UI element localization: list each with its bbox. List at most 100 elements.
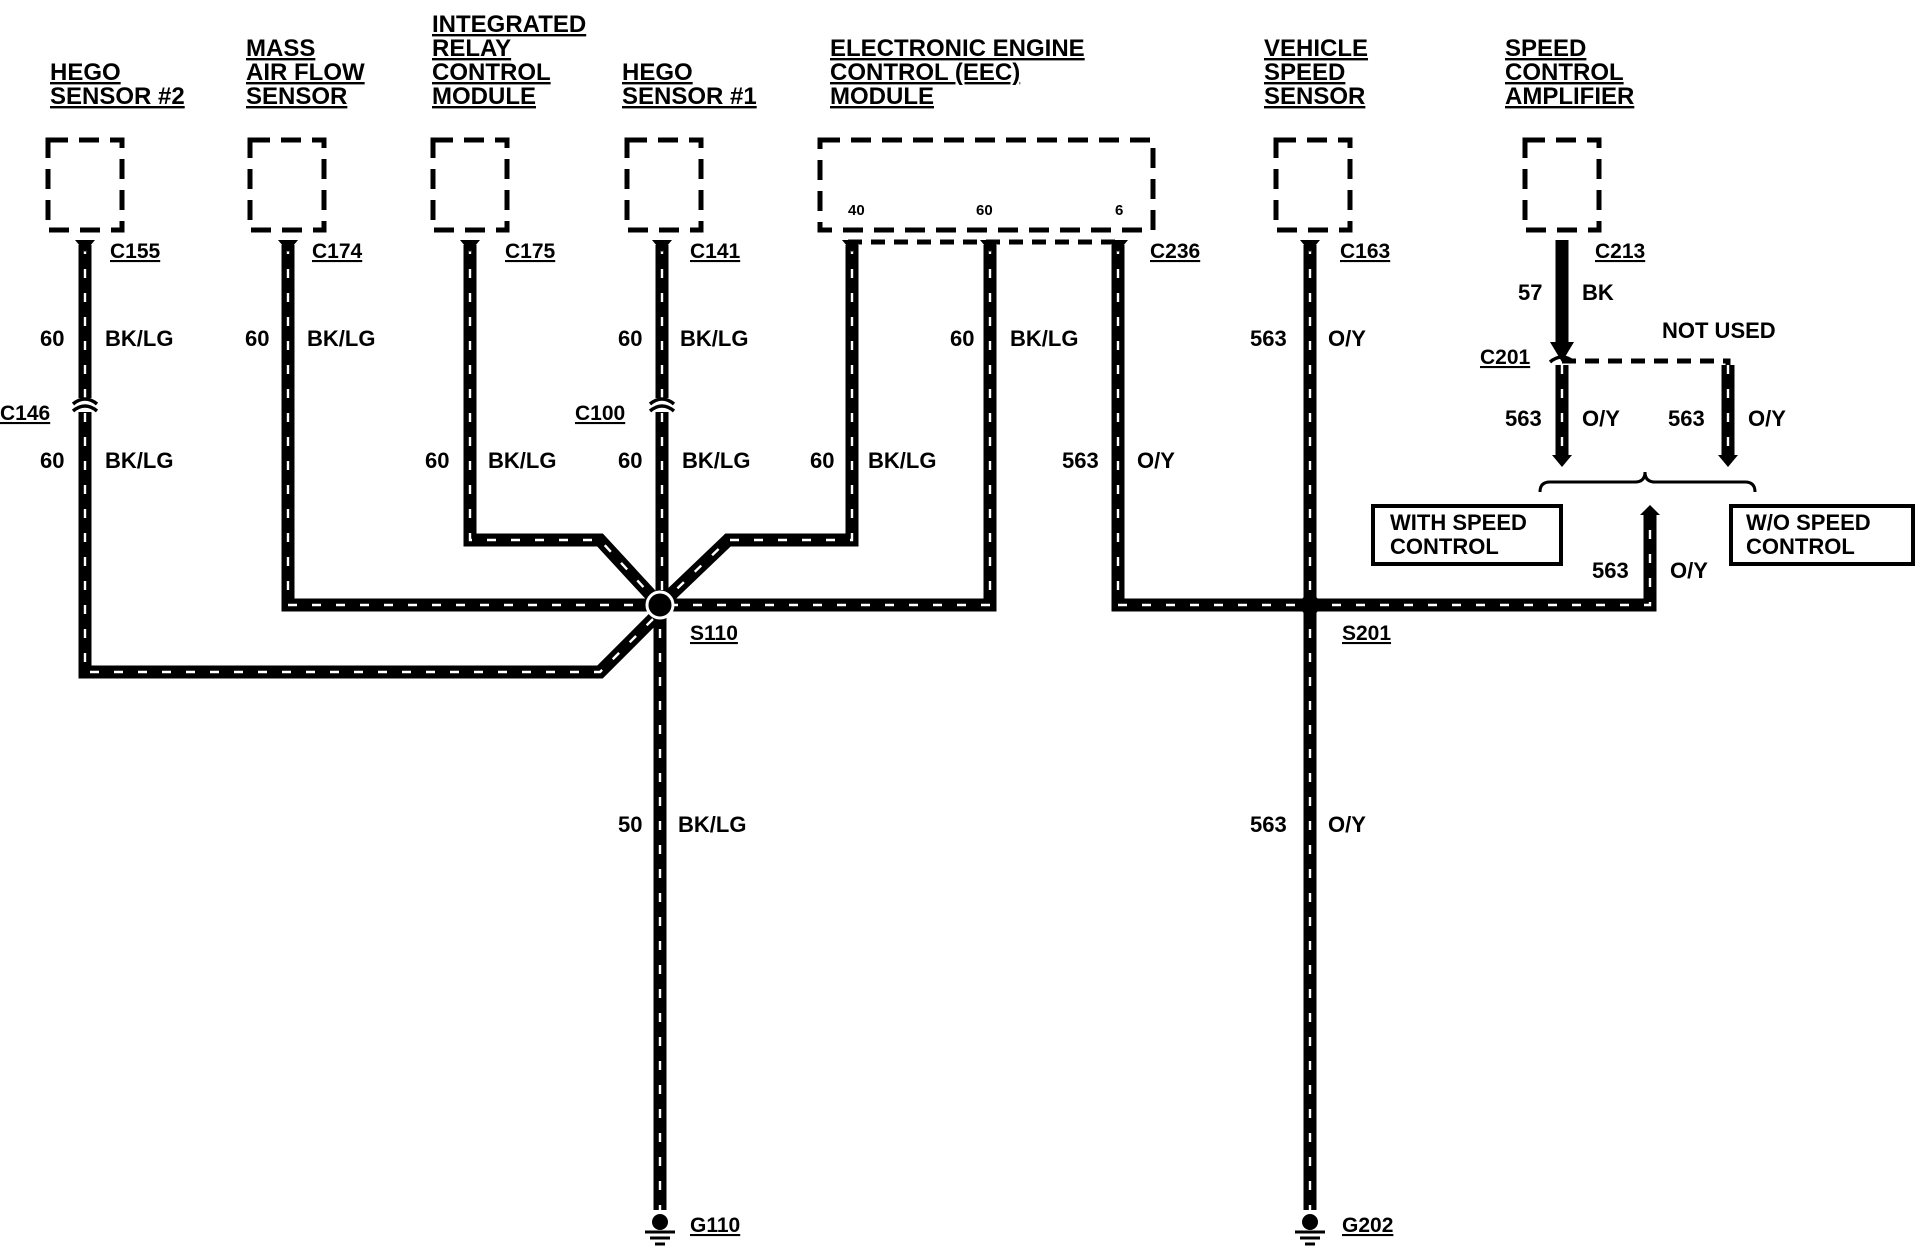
hego-sensor-2-wire — [78, 245, 665, 679]
svg-text:CONTROL: CONTROL — [1505, 59, 1624, 86]
ground-g110-label: G110 — [690, 1214, 740, 1237]
wire-label-vss: 563 O/Y — [1250, 326, 1366, 351]
not-used-note: NOT USED — [1662, 318, 1776, 343]
not-used-dashed-link — [1562, 358, 1731, 372]
svg-text:O/Y: O/Y — [1670, 558, 1708, 583]
svg-text:BK/LG: BK/LG — [682, 448, 750, 473]
wire-label-sca: 57 BK — [1518, 280, 1614, 305]
eec-pin-60: 60 — [976, 202, 993, 219]
wire-label-c201-left: 563 O/Y — [1505, 406, 1620, 431]
eec-pin40-wire — [655, 245, 859, 610]
svg-text:BK: BK — [1582, 280, 1614, 305]
wire-label-speed-branch: 563 O/Y — [1592, 558, 1708, 583]
svg-text:HEGO: HEGO — [50, 59, 121, 86]
eec-pin6-wire — [1111, 245, 1308, 612]
ground-g202-label: G202 — [1342, 1214, 1393, 1237]
svg-text:60: 60 — [950, 326, 974, 351]
wire-label-eec40: 60 BK/LG — [810, 448, 936, 473]
svg-text:SENSOR #1: SENSOR #1 — [622, 83, 757, 110]
hego-sensor-1-box — [624, 137, 704, 233]
maf-wire — [281, 245, 660, 612]
splice-s110-label: S110 — [690, 622, 738, 645]
svg-text:CONTROL: CONTROL — [1390, 534, 1499, 559]
svg-text:RELAY: RELAY — [432, 35, 511, 62]
connector-c236: C236 — [1150, 240, 1200, 263]
svg-text:60: 60 — [40, 326, 64, 351]
svg-text:O/Y: O/Y — [1328, 326, 1366, 351]
svg-text:O/Y: O/Y — [1582, 406, 1620, 431]
c201-inline-connector — [1548, 355, 1576, 364]
eec-pin60-wire — [660, 245, 997, 612]
svg-text:SENSOR: SENSOR — [1264, 83, 1365, 110]
connector-c146: C146 — [0, 402, 50, 425]
c201-arrow — [1550, 342, 1574, 362]
wo-speed-control-box: W/O SPEED CONTROL — [1729, 504, 1915, 566]
wire-label-hego1-lower: 60 BK/LG — [618, 448, 750, 473]
integrated-relay-control-module-box — [430, 137, 510, 233]
wire-label-g202: 563 O/Y — [1250, 812, 1366, 837]
c146-inline-connector — [71, 397, 99, 413]
svg-text:57: 57 — [1518, 280, 1542, 305]
svg-text:BK/LG: BK/LG — [1010, 326, 1078, 351]
wire-label-eec60: 60 BK/LG — [950, 326, 1078, 351]
svg-text:VEHICLE: VEHICLE — [1264, 35, 1368, 62]
svg-text:MODULE: MODULE — [432, 83, 536, 110]
svg-text:MASS: MASS — [246, 35, 315, 62]
svg-text:60: 60 — [618, 326, 642, 351]
svg-text:50: 50 — [618, 812, 642, 837]
wire-label-g110: 50 BK/LG — [618, 812, 746, 837]
svg-text:AMPLIFIER: AMPLIFIER — [1505, 83, 1634, 110]
hego-sensor-2-title: HEGO SENSOR #2 — [50, 59, 185, 110]
connector-c141: C141 — [690, 240, 741, 263]
svg-text:563: 563 — [1668, 406, 1705, 431]
splice-s201-label: S201 — [1342, 622, 1391, 645]
svg-text:563: 563 — [1505, 406, 1542, 431]
wire-label-eec6: 563 O/Y — [1062, 448, 1175, 473]
svg-text:563: 563 — [1062, 448, 1099, 473]
svg-text:MODULE: MODULE — [830, 83, 934, 110]
c100-inline-connector — [648, 397, 676, 413]
svg-text:HEGO: HEGO — [622, 59, 693, 86]
svg-text:563: 563 — [1592, 558, 1629, 583]
svg-text:60: 60 — [810, 448, 834, 473]
mass-air-flow-sensor-title: MASS AIR FLOW SENSOR — [246, 35, 365, 110]
svg-text:AIR FLOW: AIR FLOW — [246, 59, 365, 86]
connector-c213: C213 — [1595, 240, 1645, 263]
connector-c100: C100 — [575, 402, 625, 425]
connector-c175: C175 — [505, 240, 556, 263]
wire-label-hego2-lower: 60 BK/LG — [40, 448, 173, 473]
connector-end-marks — [75, 240, 1738, 515]
integrated-relay-control-module-title: INTEGRATED RELAY CONTROL MODULE — [432, 11, 586, 110]
svg-text:SENSOR #2: SENSOR #2 — [50, 83, 185, 110]
option-bracket — [1538, 471, 1757, 493]
wire-label-c201-right: 563 O/Y — [1668, 406, 1786, 431]
svg-text:SENSOR: SENSOR — [246, 83, 347, 110]
svg-text:CONTROL (EEC): CONTROL (EEC) — [830, 59, 1020, 86]
svg-text:ELECTRONIC ENGINE: ELECTRONIC ENGINE — [830, 35, 1085, 62]
svg-text:WITH SPEED: WITH SPEED — [1390, 510, 1527, 535]
vehicle-speed-sensor-box — [1273, 137, 1353, 233]
hego-sensor-1-title: HEGO SENSOR #1 — [622, 59, 757, 110]
svg-text:563: 563 — [1250, 326, 1287, 351]
wire-label-hego2-upper: 60 BK/LG — [40, 326, 173, 351]
svg-text:CONTROL: CONTROL — [432, 59, 551, 86]
eec-module-box — [817, 137, 1156, 233]
svg-text:BK/LG: BK/LG — [307, 326, 375, 351]
s201-splice — [1300, 595, 1320, 615]
with-speed-control-box: WITH SPEED CONTROL — [1371, 504, 1563, 566]
connector-c155: C155 — [110, 240, 161, 263]
wire-label-ircm: 60 BK/LG — [425, 448, 556, 473]
svg-text:SPEED: SPEED — [1505, 35, 1586, 62]
svg-text:CONTROL: CONTROL — [1746, 534, 1855, 559]
s110-splice-core — [651, 596, 669, 614]
svg-text:SPEED: SPEED — [1264, 59, 1345, 86]
svg-text:W/O SPEED: W/O SPEED — [1746, 510, 1871, 535]
svg-text:60: 60 — [618, 448, 642, 473]
mass-air-flow-sensor-box — [247, 137, 327, 233]
svg-text:INTEGRATED: INTEGRATED — [432, 11, 586, 38]
eec-pin-6: 6 — [1115, 202, 1123, 219]
svg-text:O/Y: O/Y — [1137, 448, 1175, 473]
svg-text:BK/LG: BK/LG — [105, 326, 173, 351]
svg-text:60: 60 — [425, 448, 449, 473]
